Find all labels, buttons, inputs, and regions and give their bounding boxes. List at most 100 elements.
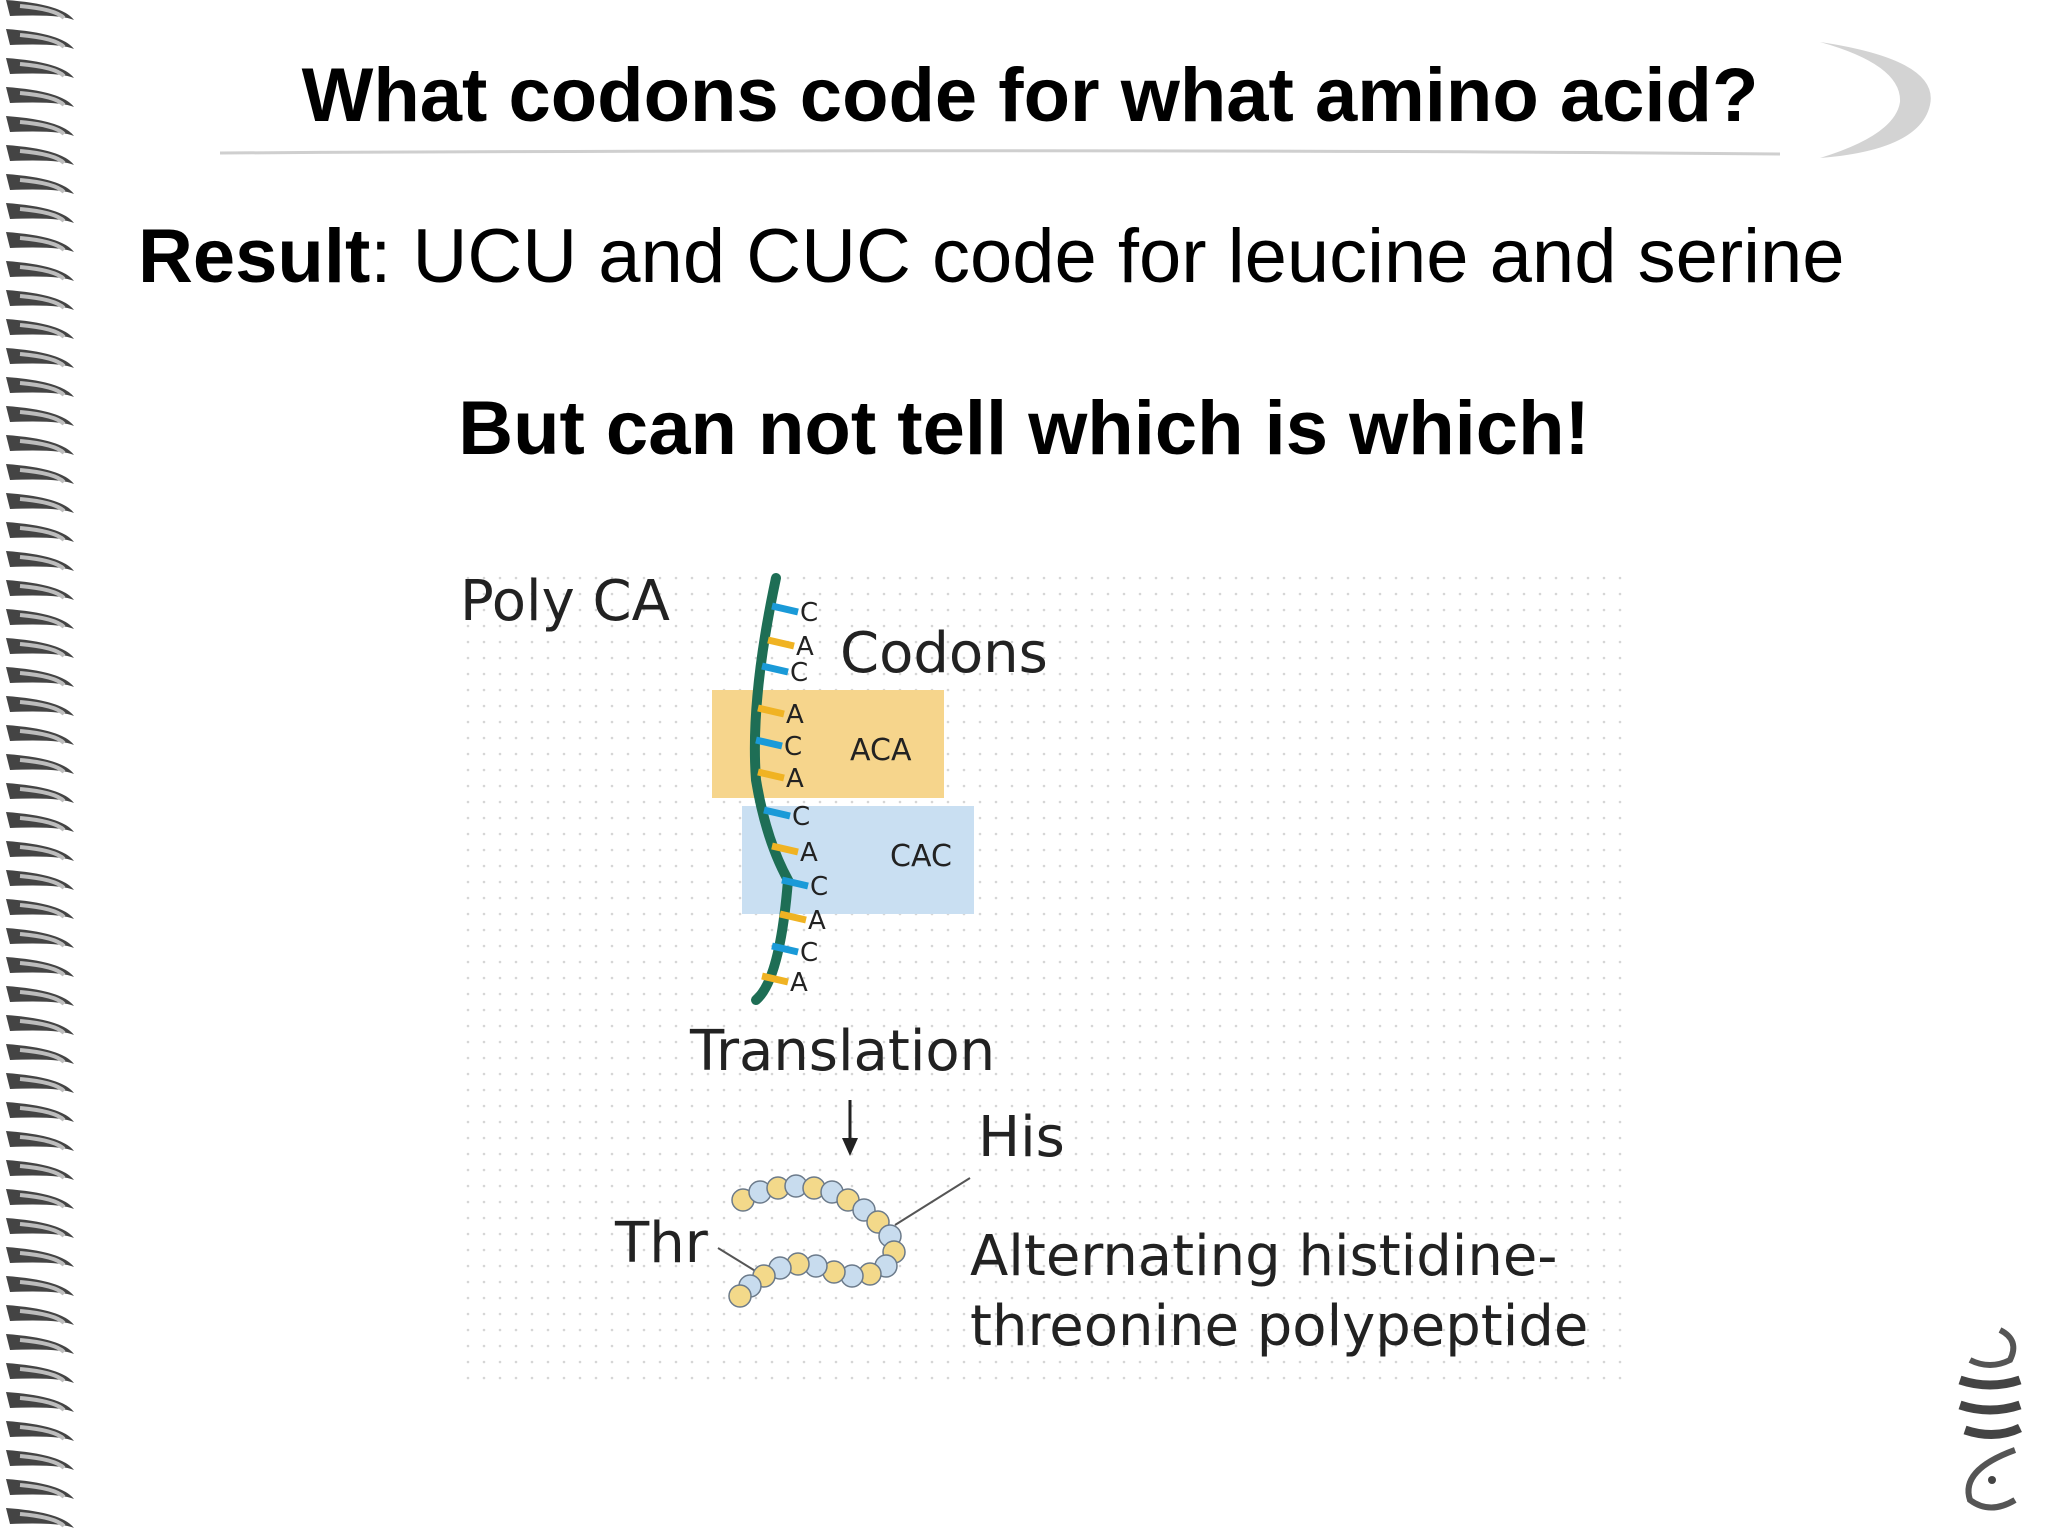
codon-cac-label: CAC	[890, 839, 952, 874]
binding-coil-highlight	[19, 265, 66, 281]
binding-coil-highlight	[19, 1135, 66, 1151]
binding-coil-highlight	[19, 410, 66, 426]
binding-coil-highlight	[19, 468, 66, 484]
subheading: But can not tell which is which!	[458, 386, 1590, 471]
binding-coil-highlight	[19, 1106, 66, 1122]
calligraphy-logo	[1958, 1327, 2022, 1511]
binding-coil-highlight	[19, 381, 66, 397]
binding-coil-highlight	[19, 91, 66, 107]
binding-coil-highlight	[19, 1048, 66, 1064]
base-tick	[761, 972, 789, 986]
binding-coil-highlight	[19, 1222, 66, 1238]
base-tick	[771, 602, 799, 616]
translation-label: Translation	[689, 1019, 995, 1084]
binding-coil-highlight	[19, 642, 66, 658]
title-swoosh-decoration	[220, 42, 1931, 158]
binding-coil-highlight	[19, 729, 66, 745]
binding-coil-highlight	[19, 1309, 66, 1325]
binding-coil-highlight	[19, 294, 66, 310]
binding-coil-highlight	[19, 1483, 66, 1499]
binding-coil-highlight	[19, 1280, 66, 1296]
polypeptide-chain	[728, 1174, 906, 1308]
poly-ca-label: Poly CA	[460, 569, 670, 634]
binding-coil-highlight	[19, 1367, 66, 1383]
binding-coil-highlight	[19, 526, 66, 542]
base-tick	[757, 768, 785, 782]
base-letter: A	[796, 632, 814, 662]
binding-coil-highlight	[19, 584, 66, 600]
binding-coil-highlight	[19, 497, 66, 513]
base-tick	[763, 806, 791, 820]
binding-coil-highlight	[19, 236, 66, 252]
binding-coil-highlight	[19, 178, 66, 194]
binding-coil-highlight	[19, 1019, 66, 1035]
result-statement: Result: UCU and CUC code for leucine and…	[138, 213, 1845, 300]
page-title: What codons code for what amino acid?	[301, 53, 1759, 138]
binding-coil-highlight	[19, 961, 66, 977]
his-label: His	[978, 1105, 1065, 1170]
his-leader-line	[894, 1177, 971, 1226]
dotted-background	[462, 568, 1632, 1386]
binding-coil-highlight	[19, 1077, 66, 1093]
base-tick	[755, 736, 783, 750]
binding-coil-highlight	[19, 1193, 66, 1209]
base-letter: A	[800, 838, 818, 868]
base-letter: C	[792, 802, 810, 832]
result-separator: :	[370, 214, 392, 299]
base-letter: A	[786, 700, 804, 730]
rna-backbone	[749, 573, 794, 1005]
binding-coil-highlight	[19, 903, 66, 919]
spiral-binding-decoration	[6, 0, 74, 1528]
thr-label: Thr	[614, 1211, 709, 1276]
base-tick	[771, 942, 799, 956]
binding-coil-highlight	[19, 1338, 66, 1354]
base-letter: A	[808, 906, 826, 936]
binding-coil-highlight	[19, 990, 66, 1006]
binding-coil-highlight	[19, 1164, 66, 1180]
base-letter: C	[800, 938, 818, 968]
amino-acid-bead	[728, 1284, 752, 1308]
binding-coil-highlight	[19, 1454, 66, 1470]
binding-coil-highlight	[19, 1396, 66, 1412]
base-tick	[781, 876, 809, 890]
base-tick	[761, 662, 789, 676]
binding-coil-highlight	[19, 787, 66, 803]
binding-coil-highlight	[19, 555, 66, 571]
base-letter: A	[786, 764, 804, 794]
product-line-1: Alternating histidine-	[970, 1224, 1557, 1289]
base-letter: C	[800, 598, 818, 628]
binding-coil-highlight	[19, 845, 66, 861]
translation-arrow-head	[842, 1138, 858, 1156]
binding-coil-highlight	[19, 323, 66, 339]
codon-aca-label: ACA	[850, 733, 912, 768]
binding-coil-highlight	[19, 816, 66, 832]
base-letter: C	[784, 732, 802, 762]
binding-coil-highlight	[19, 671, 66, 687]
binding-coil-highlight	[19, 1512, 66, 1528]
base-tick	[779, 910, 807, 924]
binding-coil-highlight	[19, 62, 66, 78]
binding-coil-highlight	[19, 352, 66, 368]
binding-coil-highlight	[19, 932, 66, 948]
binding-coil-highlight	[19, 758, 66, 774]
binding-coil-highlight	[19, 4, 66, 20]
result-text: UCU and CUC code for leucine and serine	[391, 214, 1845, 299]
binding-coil-highlight	[19, 149, 66, 165]
base-letter: C	[810, 872, 828, 902]
binding-coil-highlight	[19, 874, 66, 890]
base-tick	[771, 842, 799, 856]
base-letter: A	[790, 968, 808, 998]
binding-coil-highlight	[19, 1251, 66, 1267]
binding-coil-highlight	[19, 120, 66, 136]
binding-coil-highlight	[19, 700, 66, 716]
codons-label: Codons	[840, 621, 1048, 686]
binding-coil-highlight	[19, 613, 66, 629]
base-tick	[757, 704, 785, 718]
binding-coil-highlight	[19, 439, 66, 455]
result-label: Result	[138, 214, 371, 299]
base-tick	[767, 636, 795, 650]
binding-coil-highlight	[19, 207, 66, 223]
